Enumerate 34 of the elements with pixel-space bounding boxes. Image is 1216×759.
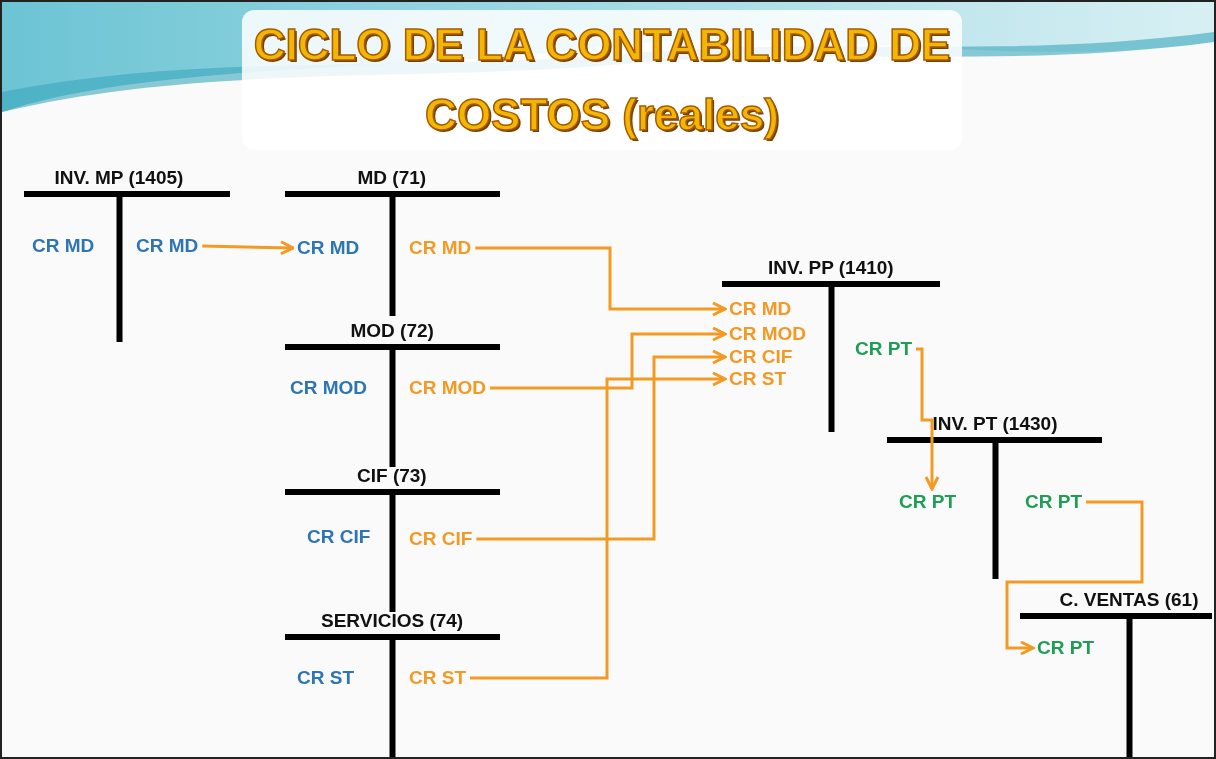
account-title: INV. PT (1430): [932, 413, 1058, 435]
account-entry: CR MD: [297, 237, 360, 259]
account-entry: CR PT: [899, 491, 956, 513]
arrow: [476, 349, 727, 541]
account-entry: CR PT: [855, 338, 912, 360]
account-title: INV. MP (1405): [54, 167, 184, 189]
arrow: [475, 246, 727, 317]
account-entry: CR ST: [729, 368, 786, 390]
account-entry: CR MD: [409, 237, 472, 259]
account-entry: CR MOD: [729, 323, 807, 345]
account-entry: CR MD: [136, 235, 199, 257]
account-title: SERVICIOS (74): [321, 610, 464, 632]
account-entry: CR MD: [729, 298, 792, 320]
account-entry: CR MOD: [409, 377, 487, 399]
arrow: [1005, 500, 1144, 656]
title: CICLO DE LA CONTABILIDAD DE COSTOS (reales): [242, 10, 962, 150]
account-entry: CR MD: [32, 235, 95, 257]
account-title: C. VENTAS (61): [1059, 589, 1199, 611]
account-entry: CR CIF: [729, 346, 793, 368]
account-entry: CR MOD: [290, 377, 368, 399]
account-entry: CR CIF: [307, 526, 371, 548]
arrow: [490, 326, 727, 390]
arrow: [202, 240, 295, 256]
arrow: [470, 371, 727, 680]
account-entry: CR PT: [1025, 491, 1082, 513]
account-title: MOD (72): [350, 320, 434, 342]
account-entry: CR PT: [1037, 637, 1094, 659]
account-title: MD (71): [357, 167, 427, 189]
account-entry: CR CIF: [409, 528, 473, 550]
account-title: INV. PP (1410): [768, 257, 894, 279]
account-entry: CR ST: [409, 667, 466, 689]
account-title: CIF (73): [357, 465, 427, 487]
arrow: [916, 347, 940, 491]
account-entry: CR ST: [297, 667, 354, 689]
